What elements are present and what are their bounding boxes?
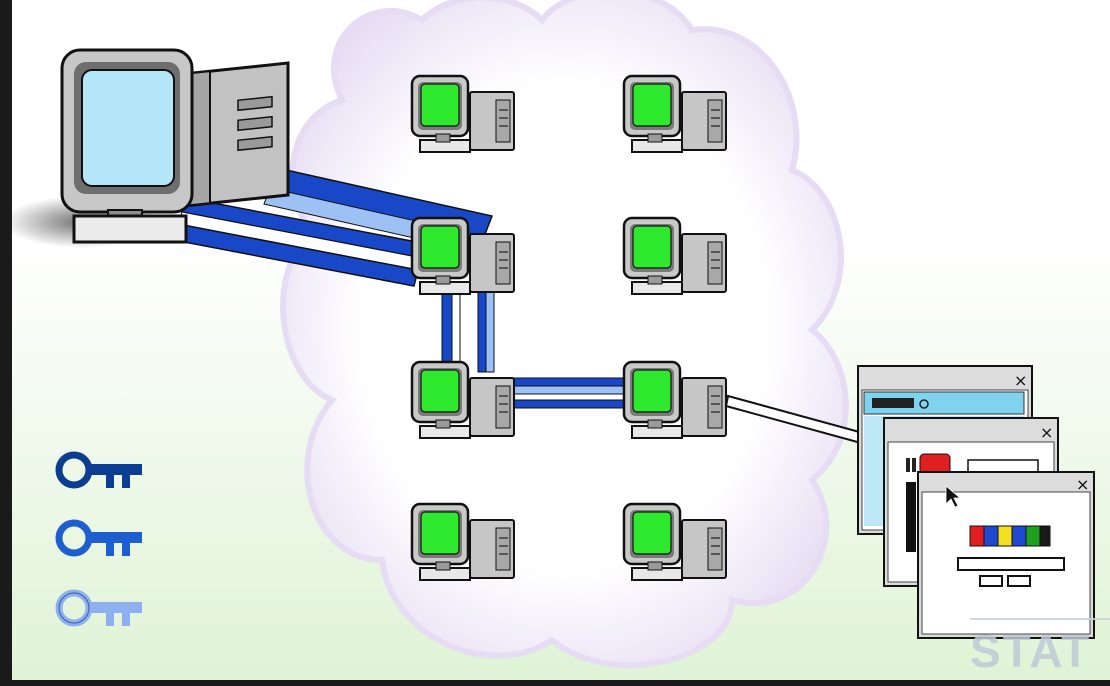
- key-icon: [55, 589, 142, 627]
- svg-text:×: ×: [1076, 475, 1089, 494]
- svg-text:×: ×: [1014, 371, 1027, 390]
- mouse-cursor-icon: [945, 485, 962, 508]
- watermark: STAT: [970, 618, 1110, 680]
- diagram-canvas: × × × STAT: [12, 0, 1110, 680]
- host-computer: [12, 48, 290, 248]
- key-icon: [55, 519, 142, 557]
- popup-window-front: ×: [917, 471, 1095, 639]
- popup-window-middle: ×: [883, 417, 1059, 587]
- color-swatches: [969, 525, 1051, 547]
- key-icon: [55, 451, 142, 489]
- link-peer-5-to-peer-6: [509, 377, 635, 409]
- svg-text:×: ×: [1040, 423, 1053, 442]
